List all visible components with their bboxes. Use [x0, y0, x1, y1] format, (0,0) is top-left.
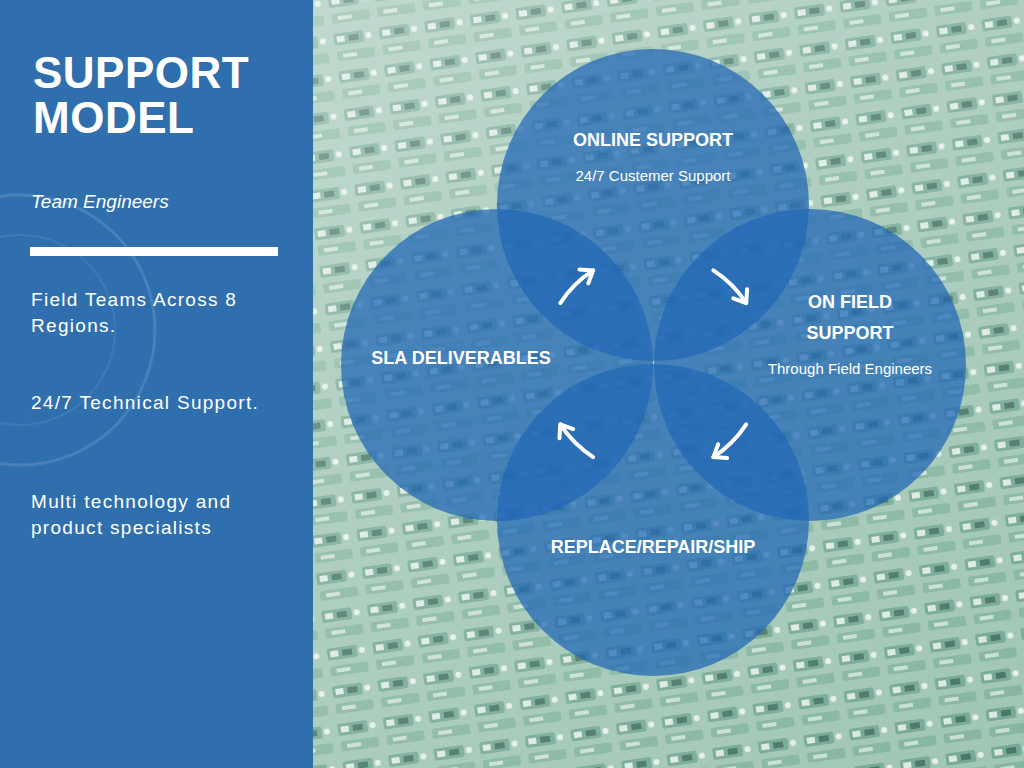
process-circle: ONLINE SUPPORT 24/7 Custemer Support [497, 49, 809, 361]
feature-text: Field Teams Across 8 Regions. [31, 287, 277, 339]
node-heading: REPLACE/REPAIR/SHIP [523, 532, 783, 563]
process-circle: REPLACE/REPAIR/SHIP [497, 364, 809, 676]
node-heading: ON FIELD SUPPORT [785, 287, 915, 349]
text-block: SLA DELIVERABLES [355, 343, 567, 374]
process-circle: ON FIELD SUPPORT Through Field Engineers [654, 209, 966, 521]
title: SUPPORT MODEL [33, 50, 293, 140]
text-block: ONLINE SUPPORT 24/7 Custemer Support [523, 125, 783, 186]
text-block: ON FIELD SUPPORT Through Field Engineers [744, 287, 956, 379]
node-body: 24/7 Custemer Support [523, 166, 783, 186]
feature-text: 24/7 Technical Support. [31, 390, 277, 416]
text-block: REPLACE/REPAIR/SHIP [523, 532, 783, 563]
node-body: Through Field Engineers [744, 359, 956, 379]
node-heading: SLA DELIVERABLES [355, 343, 567, 374]
subtitle: Team Engineers [31, 189, 277, 215]
process-circle: SLA DELIVERABLES [341, 209, 653, 521]
node-heading: ONLINE SUPPORT [523, 125, 783, 156]
circle-shape [497, 49, 809, 361]
feature-text: Multi technology and product specialists [31, 489, 277, 541]
circle-shape [497, 364, 809, 676]
